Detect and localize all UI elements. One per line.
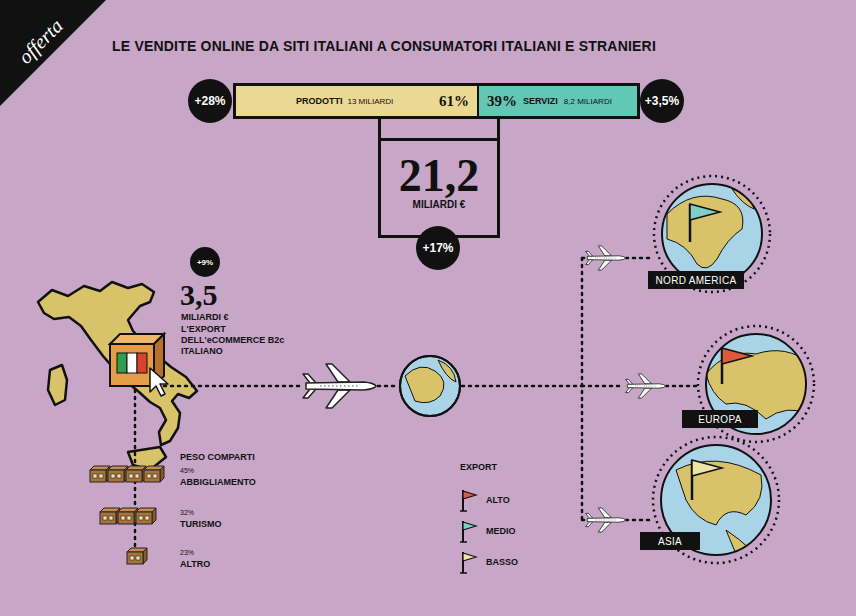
sector-name: ALTRO — [180, 559, 210, 569]
plane — [586, 246, 626, 270]
node-text: NORD AMERICA — [656, 275, 737, 286]
shipping-box-icon — [110, 334, 168, 396]
share-bar: 39% SERVIZI 8,2 MILIARDI — [478, 83, 640, 119]
legend-row: ALTO — [460, 488, 510, 512]
node-text: +3,5% — [645, 94, 679, 108]
flag-sample — [460, 519, 478, 543]
legend-text: BASSO — [486, 557, 518, 567]
plane — [626, 374, 666, 398]
unit: MILIARDI € — [181, 312, 229, 322]
node-text: 8,2 MILIARDI — [564, 97, 612, 106]
node-text: ASIA — [658, 536, 682, 547]
dotted-routes — [135, 258, 697, 556]
node-text: EUROPA — [698, 414, 741, 425]
plane — [586, 508, 626, 532]
flag-sample — [460, 488, 478, 512]
region-globe — [653, 437, 779, 563]
growth-badge: +3,5% — [640, 79, 684, 123]
sector-name: ABBIGLIAMENTO — [180, 477, 256, 487]
world-globe — [400, 356, 460, 416]
percent: 32% — [180, 509, 194, 516]
section-heading: PESO COMPARTI — [180, 452, 255, 462]
italy-map — [38, 282, 197, 470]
caption-text: L'EXPORT DELL'eCOMMERCE B2c ITALIANO — [181, 324, 296, 356]
legend-row: MEDIO — [460, 519, 516, 543]
node-text: SERVIZI — [523, 96, 558, 106]
node-text: MILIARDI € — [413, 199, 466, 210]
region-tag: ASIA — [640, 532, 700, 550]
node-text: 21,2 — [399, 153, 480, 199]
growth-badge: +28% — [188, 79, 232, 123]
plane — [303, 364, 376, 408]
share-bar: PRODOTTI 13 MILIARDI 61% — [233, 83, 478, 119]
bracket-line — [378, 119, 381, 139]
sector-name: TURISMO — [180, 519, 222, 529]
node-text: +9% — [197, 258, 213, 267]
region-globe — [654, 176, 770, 292]
legend-text: ALTO — [486, 495, 510, 505]
node-text: 13 MILIARDI — [348, 97, 394, 106]
node-text: PRODOTTI — [296, 96, 343, 106]
title: LE VENDITE ONLINE DA SITI ITALIANI A CON… — [112, 38, 656, 54]
node-text: +28% — [194, 94, 225, 108]
growth-badge: +9% — [190, 247, 220, 277]
node-text: +17% — [422, 241, 453, 255]
value: 3,5 — [180, 280, 218, 310]
legend-heading: EXPORT — [460, 462, 497, 472]
node-text: 39% — [487, 93, 517, 110]
node-text: 61% — [439, 93, 469, 110]
legend-row: BASSO — [460, 550, 518, 574]
corner-tab — [0, 0, 106, 106]
region-tag: NORD AMERICA — [648, 271, 744, 289]
region-tag: EUROPA — [682, 410, 758, 428]
bracket-line — [497, 119, 500, 139]
flag-sample — [460, 550, 478, 574]
percent: 45% — [180, 467, 194, 474]
percent: 23% — [180, 549, 194, 556]
total-box: 21,2MILIARDI € — [378, 138, 500, 238]
sector-crates — [90, 466, 164, 564]
growth-badge: +17% — [416, 226, 460, 270]
legend-text: MEDIO — [486, 526, 516, 536]
